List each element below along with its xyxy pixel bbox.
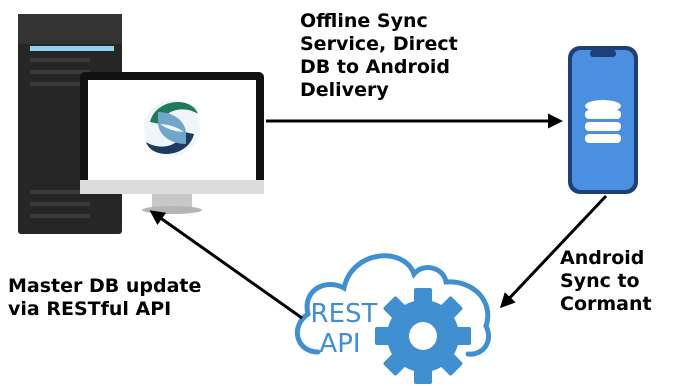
cloud-icon [295,253,492,357]
cloud-text-api: API [319,329,360,359]
label-line: Delivery [300,79,389,101]
label-line: DB to Android [300,56,450,78]
label-line: via RESTful API [8,298,172,320]
label-line: Sync to [560,270,640,292]
label-line: Service, Direct [300,33,458,55]
gear-icon [375,288,471,384]
cloud-text-rest: REST [311,299,378,329]
smartphone-icon [568,46,638,194]
label-line: Android [560,247,645,269]
database-icon [585,100,621,143]
arrow-android-to-cormant [499,194,608,309]
label-line: Cormant [560,293,652,315]
label-line: Master DB update [8,275,202,297]
label-android-sync: Android Sync to Cormant [560,247,652,316]
label-master-db-update: Master DB update via RESTful API [8,275,201,321]
label-offline-sync: Offline Sync Service, Direct DB to Andro… [300,10,458,102]
cormant-logo [144,100,200,156]
arrow-api-to-master-db [149,210,303,320]
label-line: Offline Sync [300,10,428,32]
